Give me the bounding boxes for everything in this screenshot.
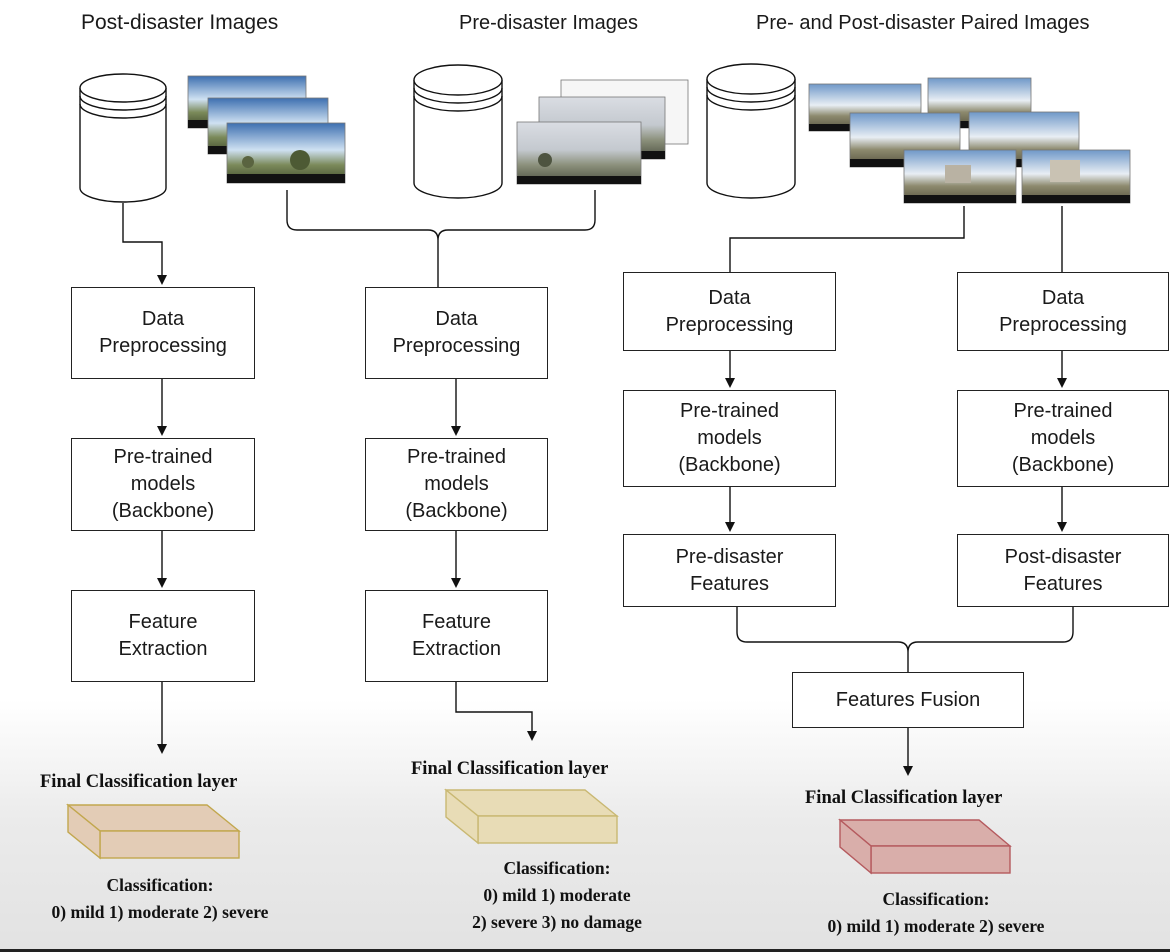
box-line: Pre-trained [407, 446, 506, 468]
box-line: (Backbone) [678, 454, 781, 476]
final-layer-label-post: Final Classification layer [40, 772, 238, 792]
connectors-col1 [122, 203, 167, 754]
features-fusion-box: Features Fusion [792, 672, 1024, 728]
post-pretrained-models-box: Pre-trained models (Backbone) [71, 438, 255, 531]
post-disaster-image-stack [187, 75, 346, 184]
box-line: models [130, 473, 196, 495]
classification-text-pre: Classification: 0) mild 1) moderate 2) s… [397, 855, 717, 936]
box-line: models [697, 427, 762, 449]
paired-post-data-preprocessing-box: Data Preprocessing [957, 272, 1169, 351]
pre-feature-extraction-box: Feature Extraction [365, 590, 548, 682]
box-line: Pre-trained [1013, 400, 1113, 422]
post-data-preprocessing-box: Data Preprocessing [71, 287, 255, 379]
classification-line: Classification: [882, 889, 990, 909]
paired-image-stack [808, 77, 1131, 204]
box-line: Features Fusion [835, 688, 981, 711]
paired-pre-data-preprocessing-box: Data Preprocessing [623, 272, 836, 351]
box-line: Preprocessing [99, 335, 227, 357]
box-line: Preprocessing [665, 313, 794, 336]
box-line: Extraction [412, 638, 501, 660]
classification-line: Classification: [106, 875, 214, 895]
box-line: Feature [128, 611, 198, 633]
database-icon-post [79, 73, 167, 203]
database-icon-paired [706, 63, 796, 199]
box-line: (Backbone) [1011, 454, 1115, 476]
post-feature-extraction-box: Feature Extraction [71, 590, 255, 682]
paired-post-pretrained-models-box: Pre-trained models (Backbone) [957, 390, 1169, 487]
pre-disaster-image-stack [516, 79, 689, 185]
classification-line: Classification: [503, 858, 611, 878]
title-post-disaster: Post-disaster Images [81, 11, 279, 34]
box-line: Features [1023, 572, 1103, 595]
connectors-col2 [286, 190, 596, 741]
classification-line: 2) severe 3) no damage [472, 912, 642, 932]
box-line: (Backbone) [111, 500, 215, 522]
box-line: (Backbone) [405, 500, 508, 522]
classification-layer-post [66, 803, 241, 860]
box-line: models [1030, 427, 1096, 449]
box-line: Data [435, 308, 478, 330]
box-line: models [424, 473, 489, 495]
final-layer-label-paired: Final Classification layer [805, 788, 1003, 808]
box-line: Data [708, 286, 751, 309]
box-line: Post-disaster [1004, 545, 1122, 568]
box-line: Features [690, 572, 769, 595]
bottom-border [0, 949, 1170, 952]
box-line: Preprocessing [999, 313, 1127, 336]
classification-line: 0) mild 1) moderate 2) severe [51, 902, 269, 922]
pre-pretrained-models-box: Pre-trained models (Backbone) [365, 438, 548, 531]
box-line: Pre-trained [680, 400, 779, 422]
classification-text-paired: Classification: 0) mild 1) moderate 2) s… [776, 886, 1096, 940]
box-line: Extraction [118, 638, 208, 660]
box-line: Feature [422, 611, 491, 633]
database-icon-pre [413, 64, 503, 199]
post-disaster-features-box: Post-disaster Features [957, 534, 1169, 607]
classification-layer-pre [444, 788, 619, 845]
connectors-col3 [725, 206, 1074, 776]
pre-disaster-features-box: Pre-disaster Features [623, 534, 836, 607]
classification-line: 0) mild 1) moderate [483, 885, 631, 905]
paired-pre-pretrained-models-box: Pre-trained models (Backbone) [623, 390, 836, 487]
box-line: Preprocessing [392, 335, 521, 357]
box-line: Data [1041, 286, 1085, 309]
classification-layer-paired [838, 818, 1012, 875]
classification-line: 0) mild 1) moderate 2) severe [827, 916, 1045, 936]
pre-data-preprocessing-box: Data Preprocessing [365, 287, 548, 379]
title-pre-disaster: Pre-disaster Images [459, 12, 638, 34]
box-line: Pre-disaster [675, 545, 784, 568]
classification-text-post: Classification: 0) mild 1) moderate 2) s… [0, 872, 320, 926]
box-line: Data [141, 308, 185, 330]
title-paired: Pre- and Post-disaster Paired Images [756, 12, 1090, 34]
final-layer-label-pre: Final Classification layer [411, 759, 609, 779]
box-line: Pre-trained [113, 446, 213, 468]
